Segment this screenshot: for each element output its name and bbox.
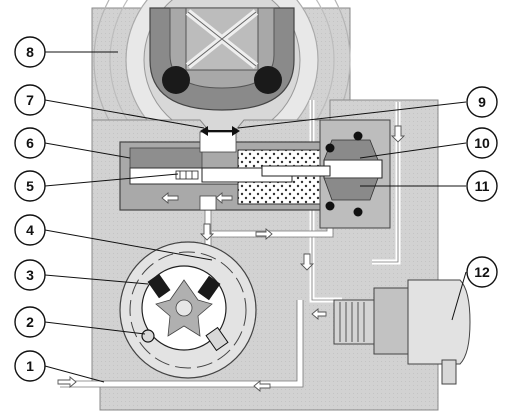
callout-9: 9 [466, 86, 498, 118]
flow-arrow-icon [57, 125, 406, 392]
seal-ring-icon [325, 143, 335, 153]
callout-3: 3 [14, 259, 46, 291]
double-arrow-icon [200, 126, 240, 136]
svg-text:12: 12 [474, 264, 490, 280]
svg-text:9: 9 [478, 94, 486, 110]
svg-text:5: 5 [26, 178, 34, 194]
callout-11: 11 [466, 170, 498, 202]
svg-text:3: 3 [26, 267, 34, 283]
seal-ring-icon [325, 201, 335, 211]
svg-text:10: 10 [474, 135, 490, 151]
callout-8: 8 [14, 36, 46, 68]
callout-6: 6 [14, 127, 46, 159]
callout-7: 7 [14, 84, 46, 116]
vane-pump [119, 241, 257, 379]
vane-top-left [147, 273, 171, 299]
callout-10: 10 [466, 127, 498, 159]
pressure-relief-valve [141, 329, 155, 343]
callout-4: 4 [14, 214, 46, 246]
callout-1: 1 [14, 350, 46, 382]
svg-text:7: 7 [26, 92, 34, 108]
vane-bottom-right [205, 326, 229, 352]
svg-text:1: 1 [26, 358, 34, 374]
seal-ring-icon [353, 131, 363, 141]
svg-text:11: 11 [475, 178, 490, 194]
solenoid-unit [333, 279, 471, 385]
pressure-valve [261, 119, 391, 229]
callout-5: 5 [14, 170, 46, 202]
svg-text:8: 8 [26, 44, 34, 60]
roller-left [162, 66, 190, 94]
svg-text:6: 6 [26, 135, 34, 151]
callout-12: 12 [466, 256, 498, 288]
callout-leaders [44, 51, 467, 383]
vane-top-right [197, 275, 221, 301]
seal-ring-icon [353, 207, 363, 217]
callout-2: 2 [14, 306, 46, 338]
svg-text:2: 2 [26, 314, 34, 330]
roller-right [254, 66, 282, 94]
svg-text:4: 4 [26, 222, 34, 238]
drive-cam-ring [149, 7, 295, 111]
